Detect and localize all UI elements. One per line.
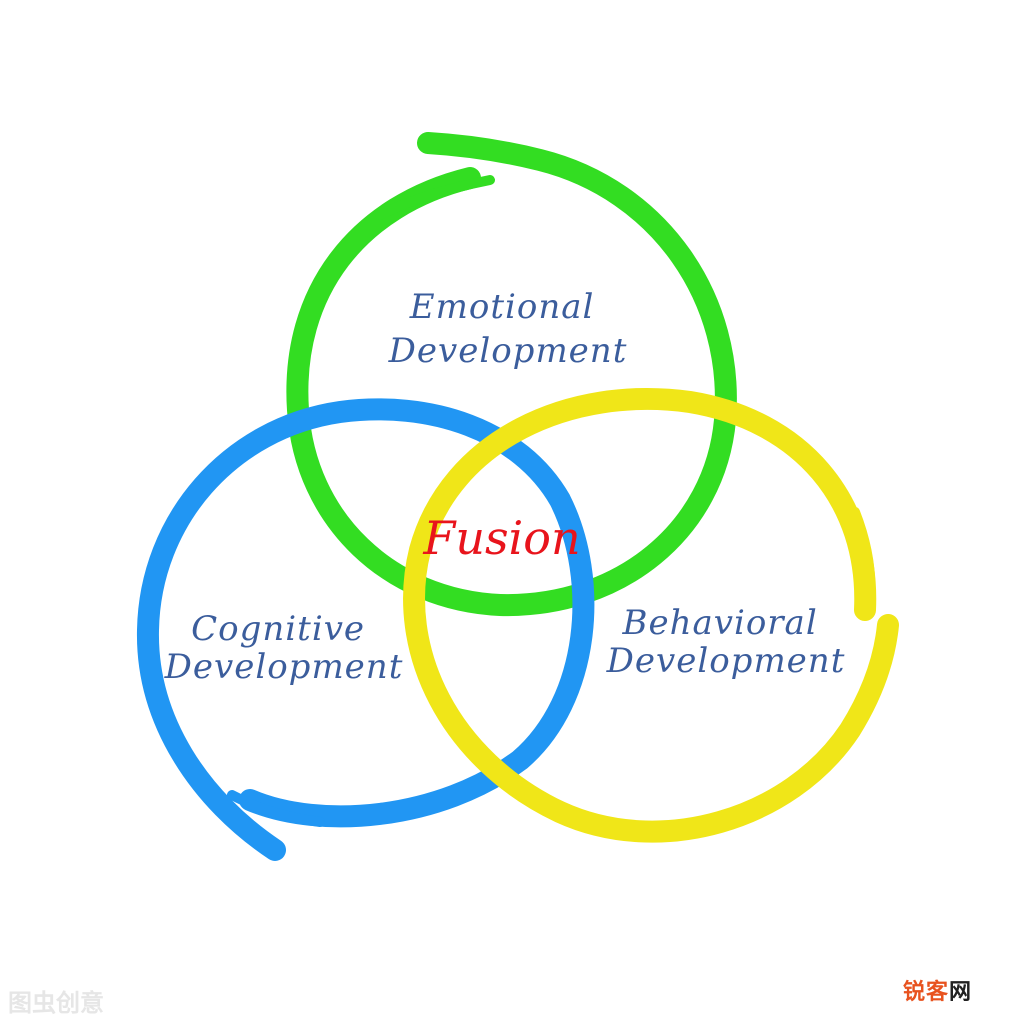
behavioral-label-line-2: Development	[606, 641, 846, 681]
emotional-label-line-1: Emotional	[409, 287, 595, 327]
behavioral-label-line-1: Behavioral	[621, 603, 817, 643]
emotional-ring-tail	[375, 175, 495, 220]
cognitive-label-line-1: Cognitive	[191, 609, 365, 649]
emotional-label-line-2: Development	[388, 331, 628, 371]
emotional-label: Emotional Development	[388, 287, 628, 371]
cognitive-ring-tail	[227, 790, 325, 827]
watermark-left: 图虫创意	[8, 989, 104, 1017]
circle-emotional	[286, 132, 737, 617]
watermark-right-accent: 锐客	[902, 980, 949, 1005]
behavioral-ring-tail	[850, 507, 876, 605]
behavioral-label: Behavioral Development	[606, 603, 846, 681]
cognitive-ring	[136, 398, 595, 861]
emotional-ring	[286, 132, 737, 617]
circle-behavioral	[403, 388, 899, 843]
circle-cognitive	[136, 398, 595, 861]
behavioral-ring	[403, 388, 899, 843]
center-label: Fusion	[422, 511, 580, 565]
cognitive-label: Cognitive Development	[164, 609, 404, 687]
watermark-right: 锐客网	[897, 972, 978, 1008]
cognitive-label-line-2: Development	[164, 647, 404, 687]
watermark-right-rest: 网	[948, 980, 972, 1005]
